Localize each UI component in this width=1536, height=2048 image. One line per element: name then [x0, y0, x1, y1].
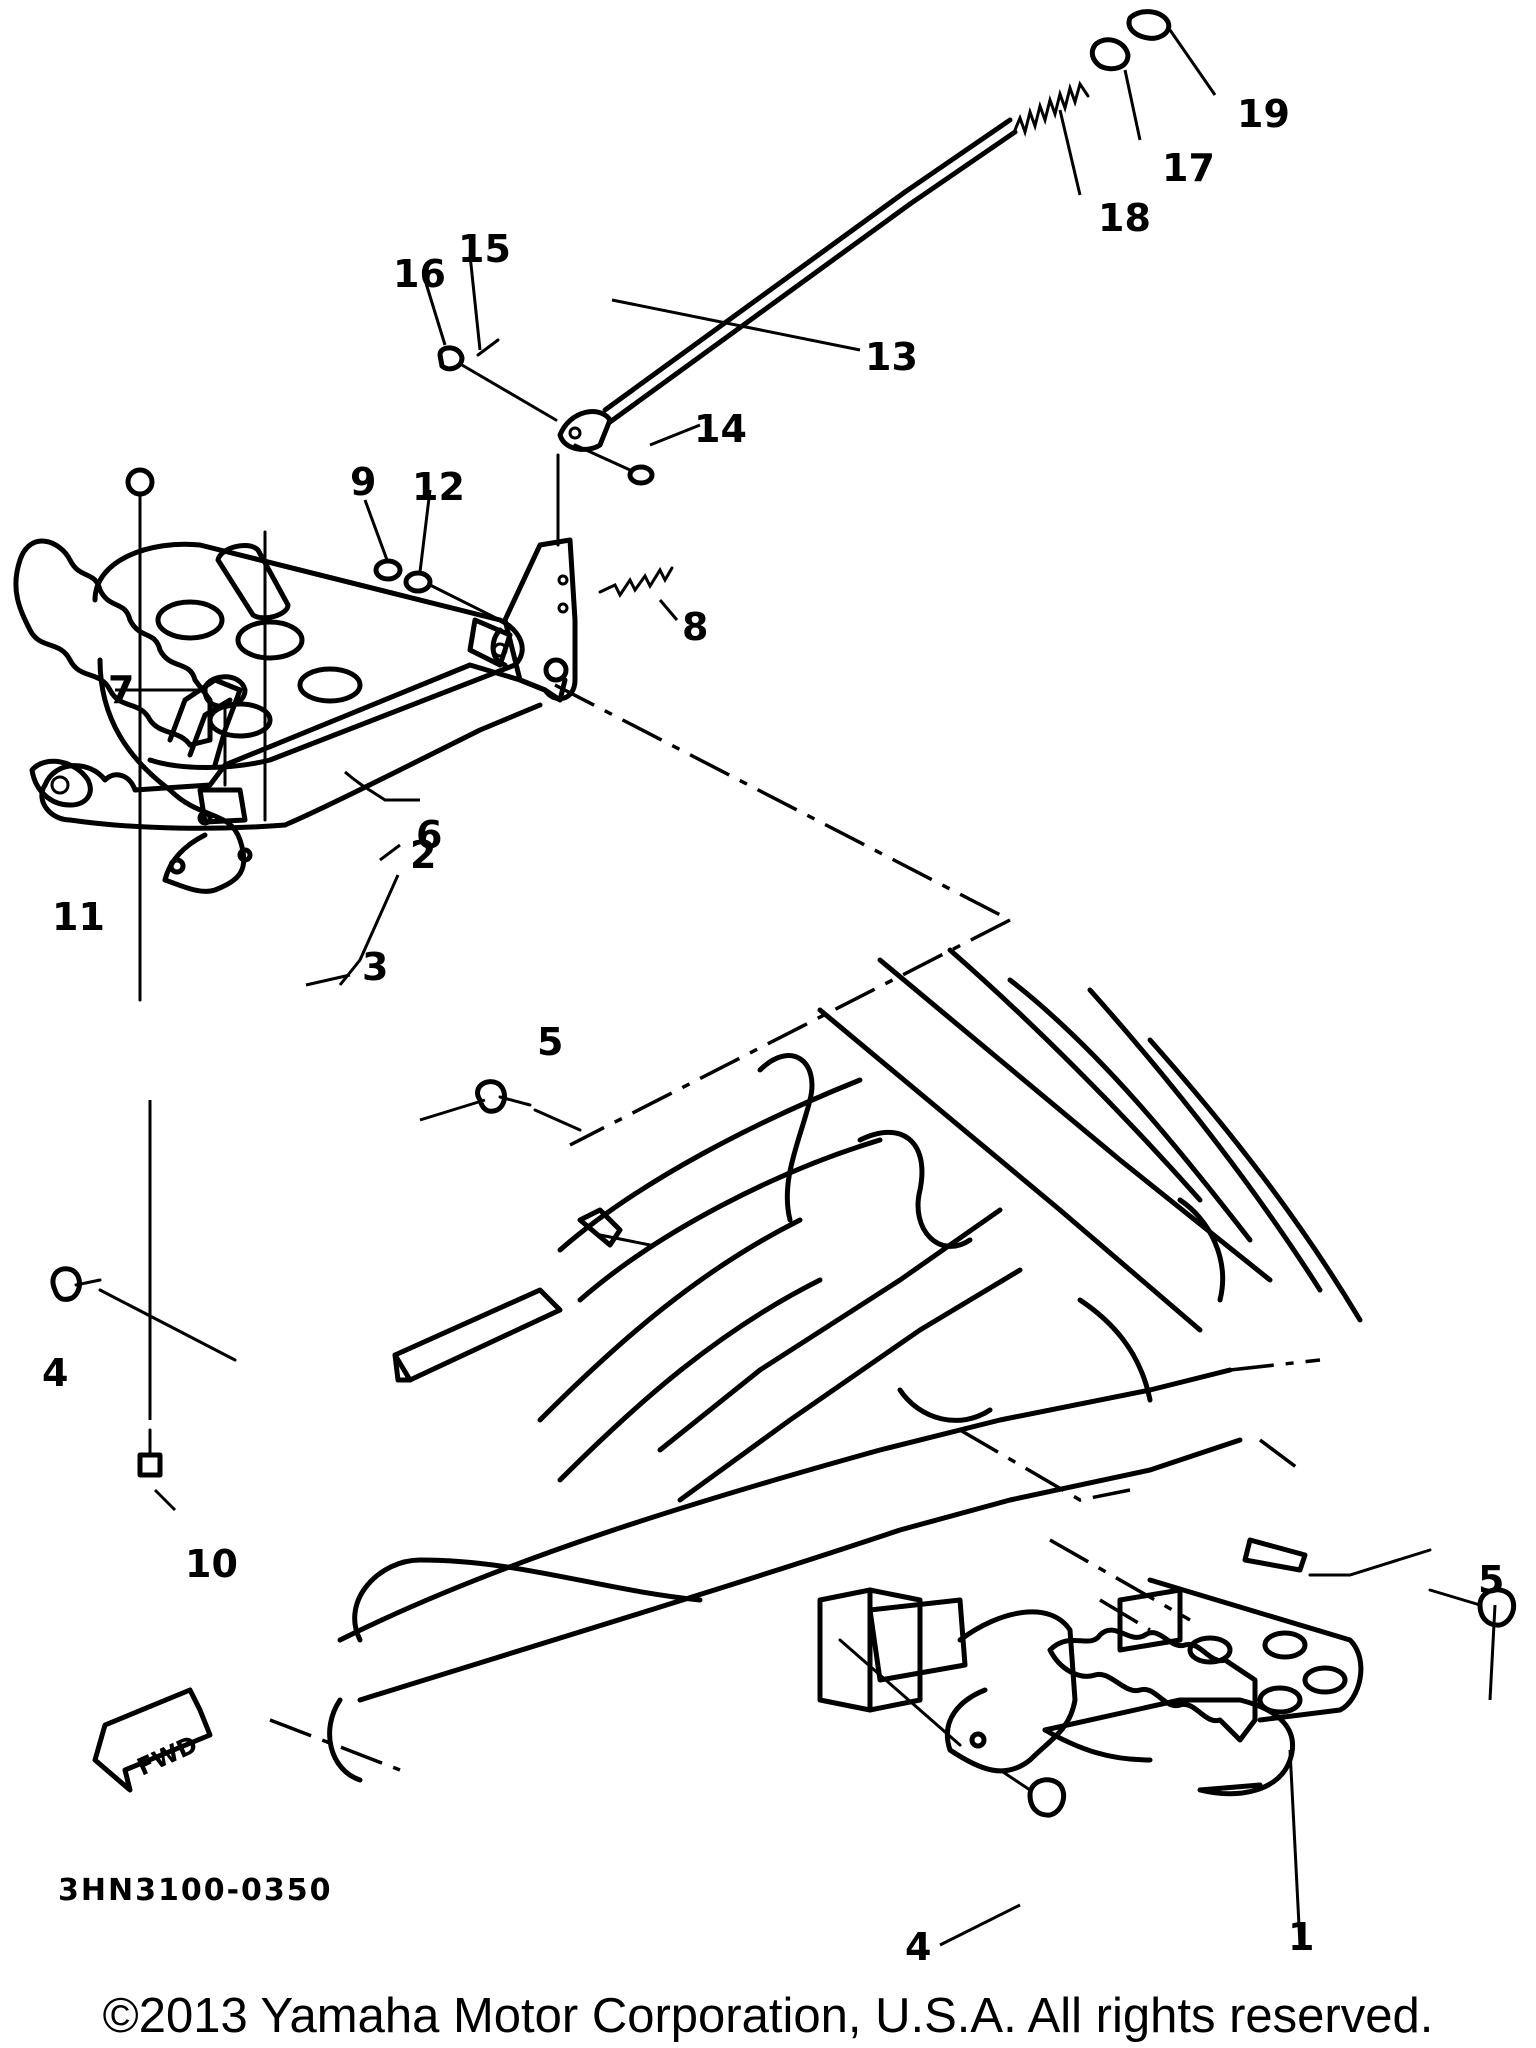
callout-9: 9 — [350, 460, 376, 504]
callout-1: 1 — [1288, 1915, 1314, 1959]
fwd-arrow-label: FWD — [133, 1730, 202, 1781]
callout-5-left: 5 — [537, 1020, 563, 1064]
frame-chassis — [327, 947, 1363, 1783]
callout-18: 18 — [1098, 196, 1151, 240]
callout-17: 17 — [1162, 146, 1215, 190]
callout-14: 14 — [694, 407, 747, 451]
callout-15: 15 — [458, 227, 511, 271]
callout-6: 6 — [416, 813, 442, 857]
callout-12: 12 — [412, 465, 465, 509]
callout-8: 8 — [682, 605, 708, 649]
left-bolts — [50, 1079, 652, 1478]
callout-3: 3 — [362, 945, 388, 989]
callout-5-right: 5 — [1478, 1558, 1504, 1602]
centerlines — [269, 683, 1321, 1772]
callout-16: 16 — [393, 252, 446, 296]
left-footrest — [13, 467, 525, 1002]
callout-10: 10 — [185, 1542, 238, 1586]
right-footrest — [838, 1537, 1517, 1818]
callout-numbers: 1 2 3 4 4 5 5 6 7 8 9 10 11 12 13 14 15 … — [42, 92, 1504, 1969]
return-spring — [598, 566, 674, 598]
copyright-notice: ©2013 Yamaha Motor Corporation, U.S.A. A… — [102, 1989, 1434, 2043]
callout-11: 11 — [52, 895, 105, 939]
brake-rod — [437, 9, 1172, 547]
callout-4-right: 4 — [905, 1925, 931, 1969]
callout-2: 2 — [410, 833, 436, 877]
callout-leaders — [115, 29, 1497, 1947]
callout-7: 7 — [108, 668, 134, 712]
part-code: 3HN3100-0350 — [58, 1873, 333, 1908]
callout-13: 13 — [865, 335, 918, 379]
callout-19: 19 — [1237, 92, 1290, 136]
fwd-arrow: FWD — [92, 1687, 213, 1793]
callout-4-left: 4 — [42, 1351, 68, 1395]
